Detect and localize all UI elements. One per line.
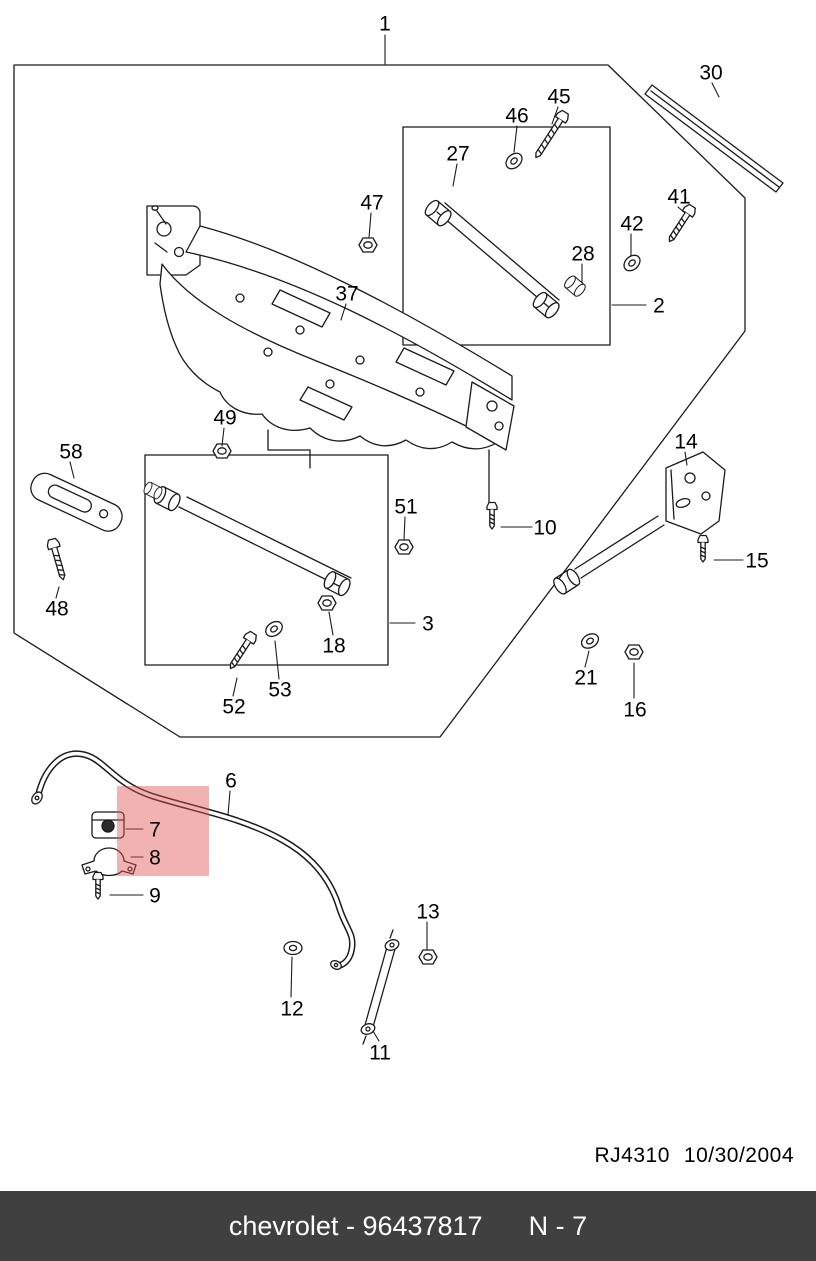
callout-12[interactable]: 12 [280, 997, 304, 1021]
upper-link-box [402, 126, 611, 346]
lower-link-drawing [141, 480, 354, 598]
callout-51[interactable]: 51 [394, 495, 418, 519]
highlight-region [117, 786, 209, 876]
bolt-10-drawing [486, 501, 498, 530]
leader-lines [55, 34, 744, 1042]
washer-53-drawing [262, 617, 286, 641]
stabilizer-drawing [31, 750, 438, 1045]
nut-51-drawing [394, 539, 414, 555]
bar-30-drawing [644, 84, 784, 193]
plate-58-drawing [30, 472, 123, 532]
callout-53[interactable]: 53 [268, 678, 292, 702]
callout-14[interactable]: 14 [674, 430, 698, 454]
washer-46-drawing [502, 149, 526, 173]
callout-42[interactable]: 42 [620, 212, 644, 236]
callout-41[interactable]: 41 [667, 185, 691, 209]
washer-12-drawing [283, 940, 303, 956]
bolt-45-drawing [530, 108, 572, 162]
footer-bar: chevrolet - 96437817 N - 7 [0, 1191, 816, 1261]
trailing-link-drawing [550, 451, 726, 660]
callout-8[interactable]: 8 [149, 846, 161, 870]
callout-6[interactable]: 6 [225, 769, 237, 793]
washer-42-drawing [620, 251, 644, 275]
callout-13[interactable]: 13 [416, 900, 440, 924]
bolt-48-drawing [45, 537, 70, 582]
callout-30[interactable]: 30 [699, 61, 723, 85]
callout-10[interactable]: 10 [533, 516, 557, 540]
callout-16[interactable]: 16 [623, 698, 647, 722]
drawing-number: RJ4310 [594, 1144, 670, 1167]
callout-18[interactable]: 18 [322, 634, 346, 658]
upper-link-drawing [422, 197, 588, 321]
callout-15[interactable]: 15 [745, 549, 769, 573]
lower-link-box [144, 454, 389, 666]
nut-13-drawing [418, 949, 438, 965]
callout-28[interactable]: 28 [571, 242, 595, 266]
callout-58[interactable]: 58 [59, 440, 83, 464]
callout-46[interactable]: 46 [505, 104, 529, 128]
callout-11[interactable]: 11 [369, 1041, 391, 1065]
callout-48[interactable]: 48 [45, 597, 69, 621]
callout-1[interactable]: 1 [379, 12, 391, 36]
crossmember-37-drawing [146, 205, 515, 505]
nut-18-drawing [317, 595, 337, 611]
callout-21[interactable]: 21 [574, 666, 598, 690]
callout-52[interactable]: 52 [222, 695, 246, 719]
nut-47-drawing [358, 237, 378, 253]
callout-9[interactable]: 9 [149, 884, 161, 908]
reference-code: RJ4310 10/30/2004 [595, 1144, 795, 1168]
callout-49[interactable]: 49 [213, 406, 237, 430]
footer-page-reference: N - 7 [528, 1210, 588, 1241]
callout-27[interactable]: 27 [446, 142, 470, 166]
drawing-date: 10/30/2004 [683, 1144, 794, 1167]
callout-2[interactable]: 2 [653, 294, 665, 318]
callout-45[interactable]: 45 [547, 85, 571, 109]
assembly-outline [13, 64, 746, 738]
callout-37[interactable]: 37 [335, 282, 359, 306]
callout-7[interactable]: 7 [149, 818, 161, 842]
footer-brand-part-number: chevrolet - 96437817 [228, 1210, 483, 1241]
bolt-9-drawing [92, 871, 104, 900]
callout-47[interactable]: 47 [360, 191, 384, 215]
callout-3[interactable]: 3 [422, 612, 434, 636]
link-11-drawing [360, 929, 400, 1045]
bushing-7-drawing [91, 811, 125, 839]
